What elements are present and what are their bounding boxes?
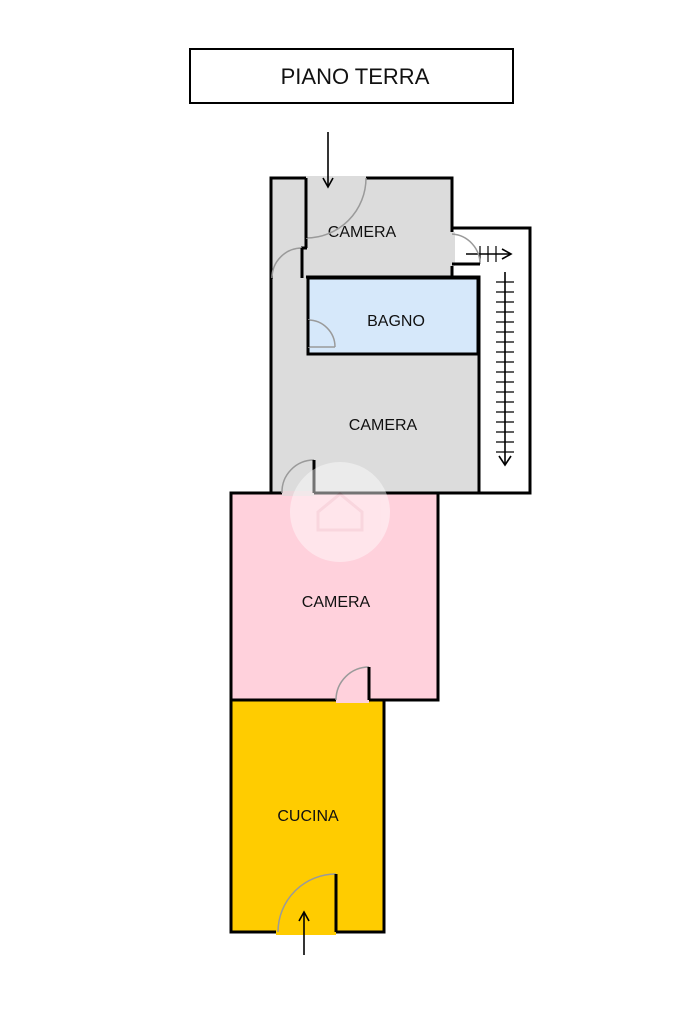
entrance-arrow-bottom xyxy=(298,910,310,955)
stair-door xyxy=(450,232,481,266)
page-title: PIANO TERRA xyxy=(281,64,430,89)
stair-steps xyxy=(496,281,514,453)
room-label-cucina: CUCINA xyxy=(277,808,339,825)
cucina-door-top xyxy=(335,666,371,703)
entrance-arrow-top xyxy=(322,132,334,189)
camera-mid-door-bottom xyxy=(281,459,316,496)
stair-arrow-head-right xyxy=(501,248,513,260)
bagno-door-arc xyxy=(307,319,336,348)
entrance-door-bottom xyxy=(276,873,338,935)
room-label-camera-pink: CAMERA xyxy=(302,594,371,611)
room-label-camera-mid: CAMERA xyxy=(349,417,418,434)
stair-arrow-head-down xyxy=(498,455,512,467)
camera-pink-room: CAMERA xyxy=(229,491,440,702)
cucina-room: CUCINA xyxy=(229,698,386,934)
bagno-room: BAGNO xyxy=(306,276,480,356)
camera-mid-door-left xyxy=(271,247,304,279)
room-label-bagno: BAGNO xyxy=(367,313,425,330)
title-box: PIANO TERRA xyxy=(189,48,514,104)
room-label-camera-top: CAMERA xyxy=(328,224,397,241)
entrance-door-top xyxy=(304,176,367,239)
watermark-logo xyxy=(290,462,390,562)
